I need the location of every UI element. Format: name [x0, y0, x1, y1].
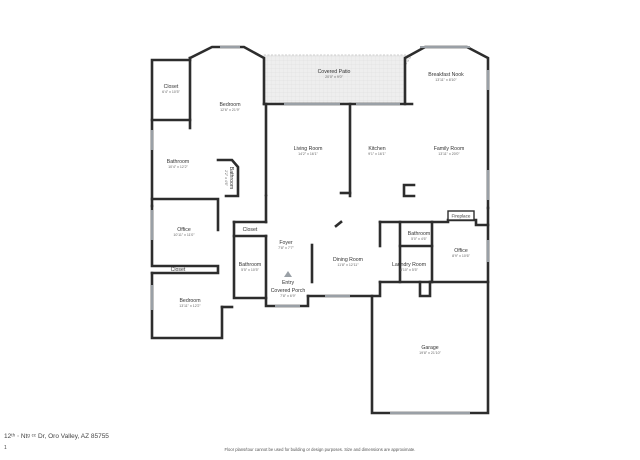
svg-text:6'4" x 10'5": 6'4" x 10'5" — [162, 90, 180, 94]
svg-text:2'2" x 4'6": 2'2" x 4'6" — [224, 170, 228, 186]
svg-text:7'8" x 6'9": 7'8" x 6'9" — [280, 294, 296, 298]
svg-text:Office: Office — [177, 227, 191, 233]
svg-text:13'11" x 12'2": 13'11" x 12'2" — [179, 304, 201, 308]
entry-arrow-icon — [284, 271, 292, 277]
fireplace: Fireplace — [447, 210, 475, 221]
svg-text:8'9" x 10'6": 8'9" x 10'6" — [452, 254, 470, 258]
svg-text:8'10" x 5'5": 8'10" x 5'5" — [400, 268, 418, 272]
svg-text:Dining Room: Dining Room — [333, 257, 363, 263]
svg-text:Closet: Closet — [243, 227, 258, 233]
svg-text:5'5" x 10'5": 5'5" x 10'5" — [241, 268, 259, 272]
svg-text:Family Room: Family Room — [434, 146, 465, 152]
fireplace-label: Fireplace — [452, 214, 471, 219]
svg-text:9'1" x 16'1": 9'1" x 16'1" — [368, 152, 386, 156]
svg-text:Office: Office — [454, 248, 468, 254]
svg-text:Closet: Closet — [164, 84, 179, 90]
patio-floor — [263, 54, 413, 105]
svg-text:Bathroom: Bathroom — [167, 159, 190, 165]
room-entry: Entry — [282, 280, 295, 286]
svg-text:19'8" x 21'10": 19'8" x 21'10" — [419, 351, 441, 355]
svg-text:Bedroom: Bedroom — [219, 102, 240, 108]
svg-text:11'8" x 12'11": 11'8" x 12'11" — [337, 263, 359, 267]
svg-text:14'2" x 16'1": 14'2" x 16'1" — [298, 152, 318, 156]
svg-text:Breakfast Nook: Breakfast Nook — [428, 72, 464, 78]
room-closet-lower: Closet — [171, 267, 186, 273]
svg-text:13'11" x 8'10": 13'11" x 8'10" — [435, 78, 457, 82]
svg-text:5'0" x 4'6": 5'0" x 4'6" — [411, 237, 427, 241]
page-number: 1 — [4, 445, 7, 451]
svg-text:Bathroom: Bathroom — [239, 262, 262, 268]
listing-address: 12ᵗʰ ⋅ Ntᵍ ᶜᶜ Dr, Oro Valley, AZ 85755 — [4, 433, 109, 440]
svg-text:Laundry Room: Laundry Room — [392, 262, 426, 268]
svg-text:20'0" x 9'0": 20'0" x 9'0" — [325, 75, 343, 79]
svg-text:Bedroom: Bedroom — [179, 298, 200, 304]
svg-text:Entry: Entry — [282, 280, 295, 286]
svg-text:7'8" x 7'7": 7'8" x 7'7" — [278, 246, 294, 250]
svg-text:Covered Patio: Covered Patio — [318, 69, 351, 75]
svg-text:Foyer: Foyer — [279, 240, 293, 246]
svg-text:Covered Porch: Covered Porch — [271, 288, 306, 294]
svg-text:13'11" x 20'0": 13'11" x 20'0" — [438, 152, 460, 156]
svg-text:10'11" x 11'0": 10'11" x 11'0" — [173, 233, 195, 237]
windows — [151, 46, 489, 414]
svg-text:10'4" x 12'2": 10'4" x 12'2" — [168, 165, 188, 169]
svg-text:Closet: Closet — [171, 267, 186, 273]
svg-text:Garage: Garage — [421, 345, 438, 351]
disclaimer-text: Floor plans/tour cannot be used for buil… — [224, 447, 416, 452]
svg-text:Kitchen: Kitchen — [368, 146, 385, 152]
svg-text:Bathroom: Bathroom — [228, 167, 234, 190]
room-closet-mid: Closet — [243, 227, 258, 233]
svg-text:Bathroom: Bathroom — [408, 231, 431, 237]
svg-text:12'6" x 21'9": 12'6" x 21'9" — [220, 108, 240, 112]
svg-text:Living Room: Living Room — [294, 146, 323, 152]
